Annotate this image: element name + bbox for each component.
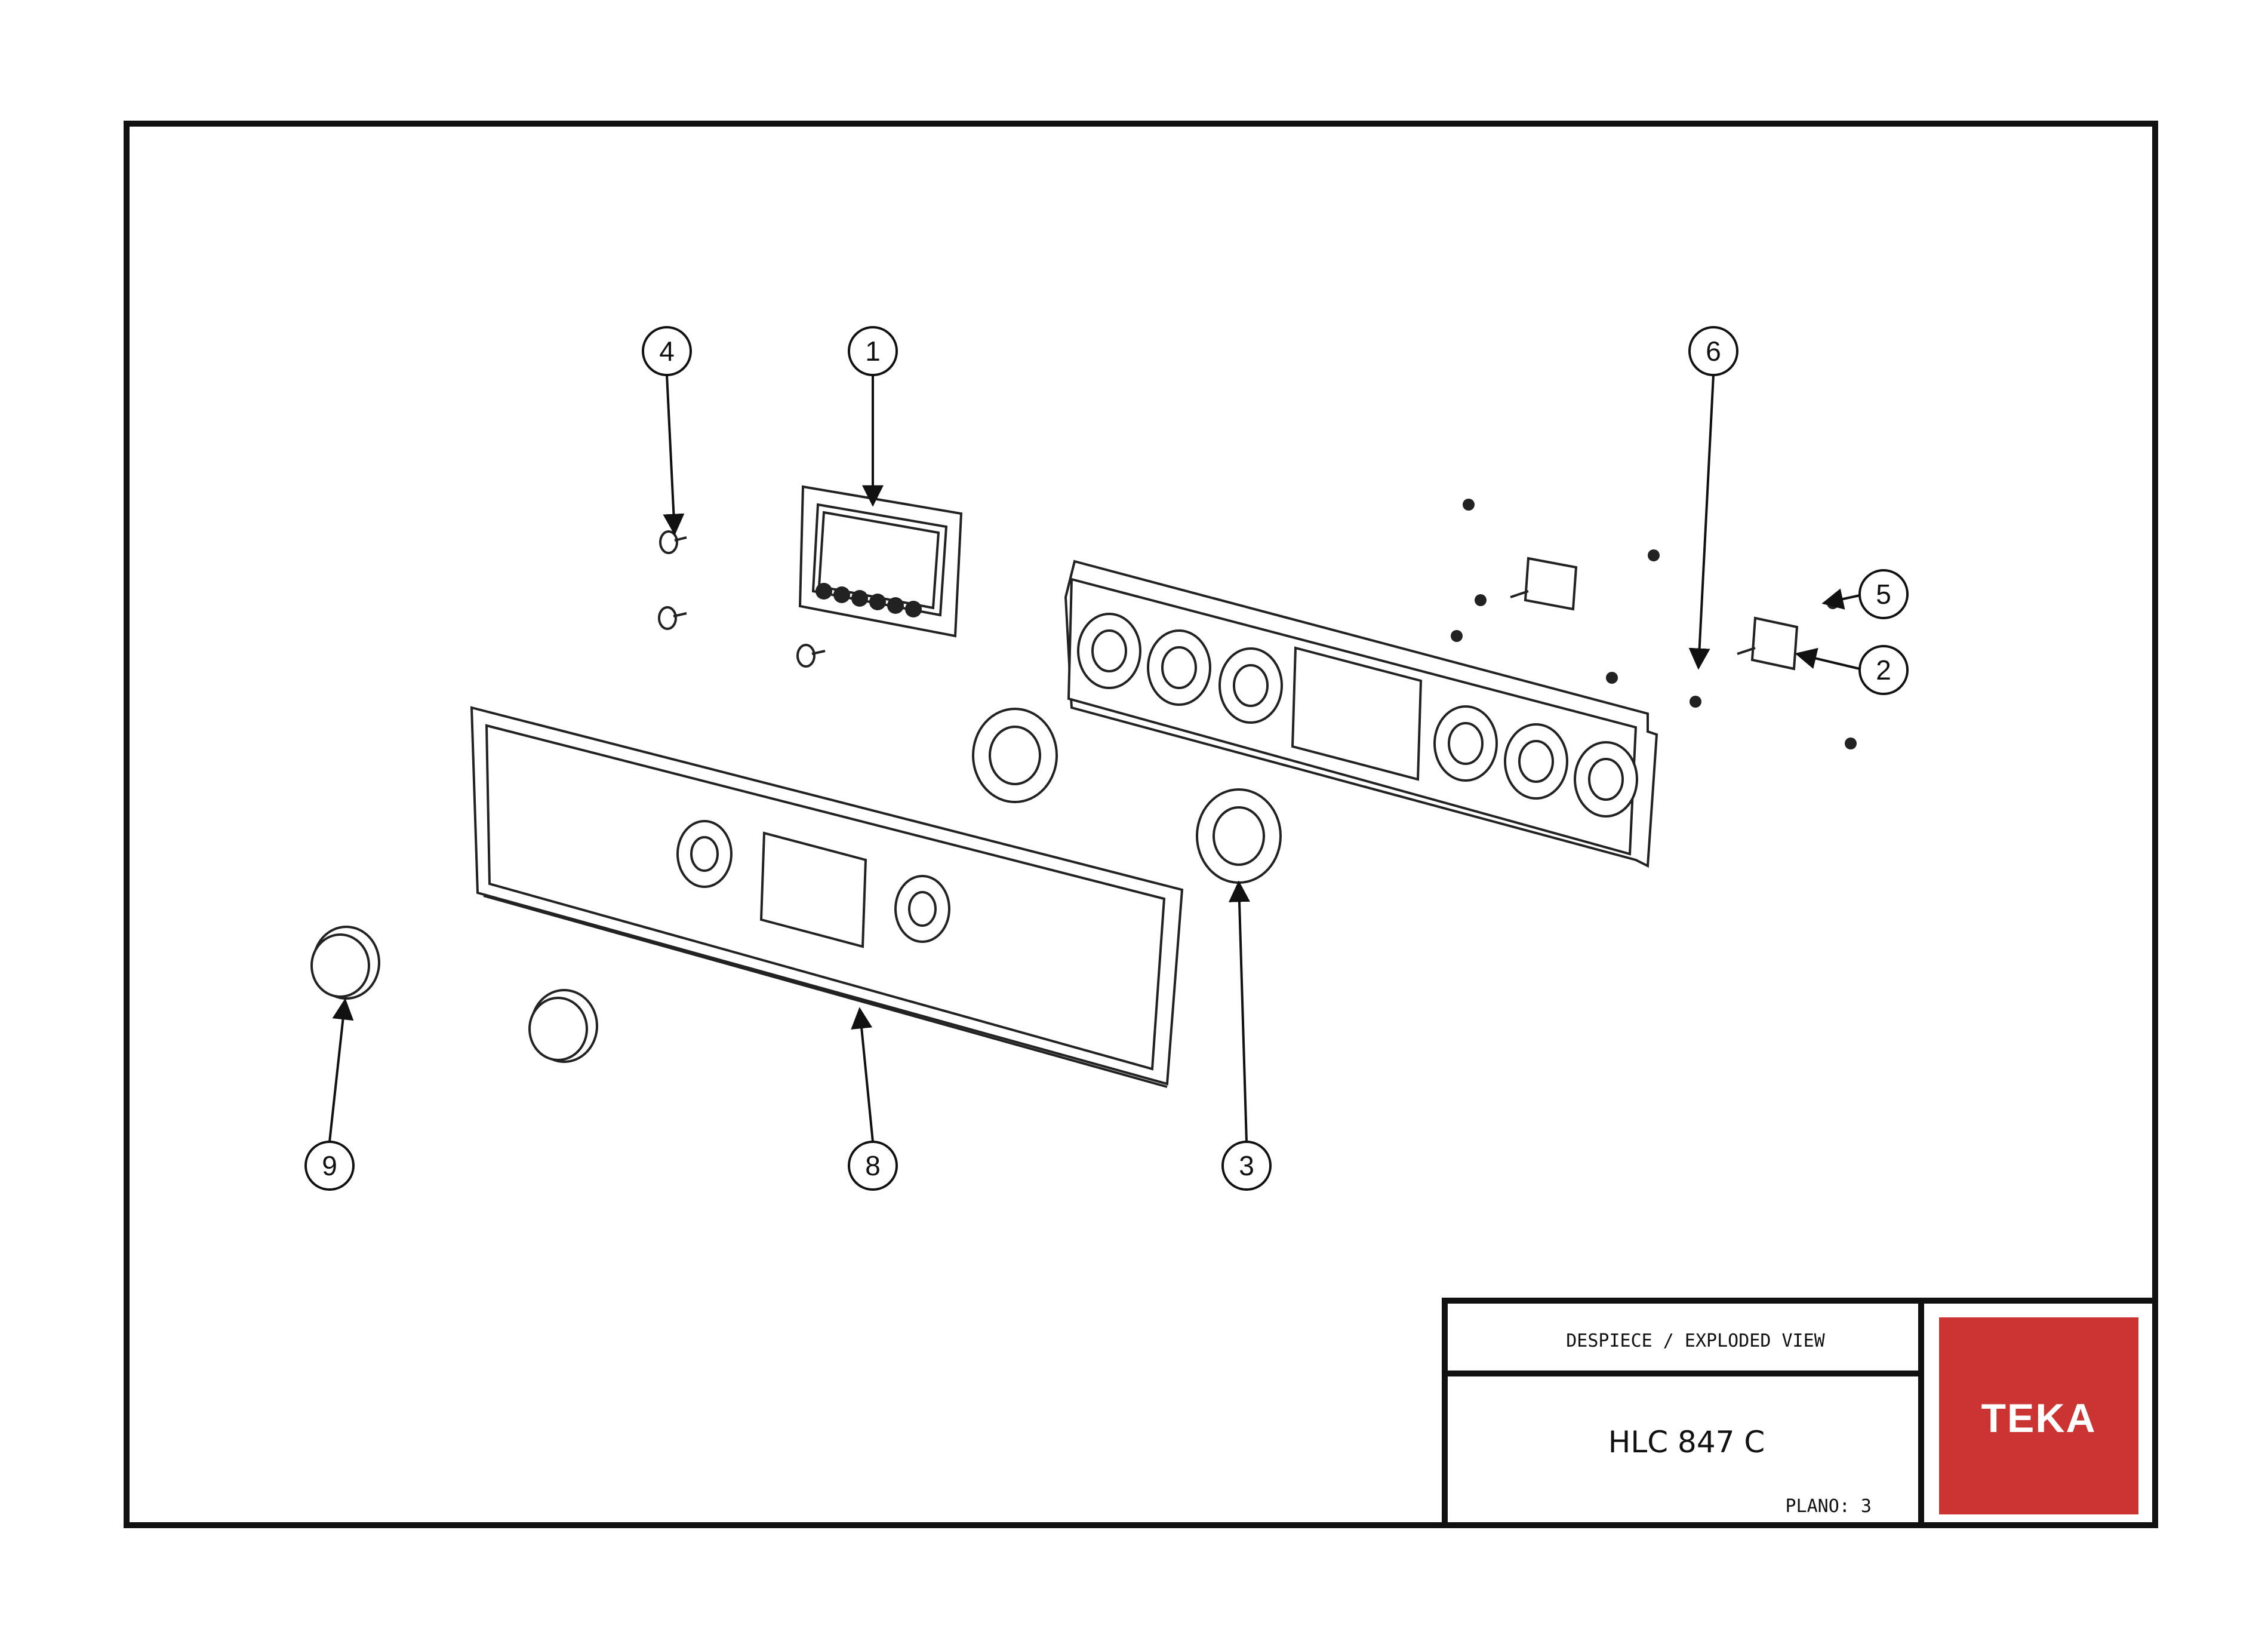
display-module-part xyxy=(798,485,963,638)
back-plate-part xyxy=(1064,499,1857,868)
callout-3: 3 xyxy=(1221,1141,1272,1191)
svg-text:6: 6 xyxy=(1706,336,1721,367)
rotary-switches xyxy=(1510,557,1799,671)
title-block-header: DESPIECE / EXPLODED VIEW xyxy=(1566,1330,1825,1351)
teka-logo-text: TEKA xyxy=(1981,1396,2096,1441)
callout-9: 9 xyxy=(304,1141,355,1191)
sheet-number: PLANO: 3 xyxy=(1786,1496,1872,1517)
callout-1: 1 xyxy=(848,326,898,376)
svg-text:5: 5 xyxy=(1876,579,1891,610)
svg-text:9: 9 xyxy=(322,1150,337,1181)
callout-8: 8 xyxy=(848,1141,898,1191)
callout-6: 6 xyxy=(1688,326,1738,376)
support-screws xyxy=(658,530,826,668)
callout-2: 2 xyxy=(1858,645,1909,695)
callout-5: 5 xyxy=(1858,569,1909,619)
svg-text:2: 2 xyxy=(1876,655,1891,686)
plate-knob-positions xyxy=(1077,613,1638,818)
svg-text:3: 3 xyxy=(1239,1150,1254,1181)
callout-4: 4 xyxy=(642,326,692,376)
knob-rings xyxy=(972,708,1282,884)
control-knobs xyxy=(310,926,598,1063)
svg-text:1: 1 xyxy=(865,336,881,367)
svg-text:4: 4 xyxy=(659,336,675,367)
model-name: HLC 847 C xyxy=(1608,1425,1765,1459)
teka-logo xyxy=(1939,1317,2138,1514)
control-panel-frame-part xyxy=(470,706,1184,1088)
sheet-border xyxy=(124,121,2158,1528)
svg-text:8: 8 xyxy=(865,1150,881,1181)
title-block: DESPIECE / EXPLODED VIEW HLC 847 C PLANO… xyxy=(1442,1298,2158,1528)
leader-lines xyxy=(328,374,1860,1142)
